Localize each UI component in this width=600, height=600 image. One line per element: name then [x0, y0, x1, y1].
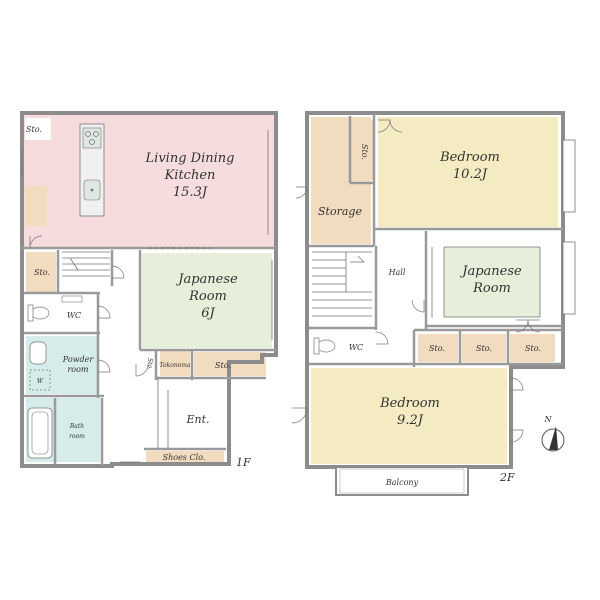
japanese-room-1f-line2: Room	[188, 289, 227, 304]
sto-left-label: Sto.	[34, 268, 50, 277]
sto-2f-1	[418, 334, 458, 362]
sto-japanese-label: Sto.	[215, 361, 231, 370]
storage-vertical-1f	[140, 350, 156, 376]
floor-2-label: 2F	[499, 471, 515, 484]
sto-vertical-1f-label: Sto.	[146, 358, 153, 370]
washer-label: W	[37, 378, 44, 385]
hall-2f	[376, 232, 424, 332]
balcony-label: Balcony	[385, 478, 419, 487]
bath-room-line1: Bath	[69, 423, 84, 430]
floor-1-outer-wall	[20, 111, 278, 468]
living-dining-kitchen	[22, 115, 274, 247]
sto-2f-1-label: Sto.	[429, 344, 445, 353]
japanese-room-1f	[142, 253, 272, 348]
bedroom-9j	[311, 368, 507, 464]
sto-2f-3	[510, 334, 555, 362]
sto-2f-2	[462, 334, 506, 362]
sto-2f-3-label: Sto.	[525, 344, 541, 353]
japanese-room-1f-line1: Japanese	[175, 272, 238, 287]
floor-2-outer-wall	[305, 111, 565, 469]
kitchen-cupboard	[25, 186, 47, 226]
floor-1-label: 1F	[236, 456, 251, 469]
japanese-room-1f-size: 6J	[201, 306, 215, 321]
sto-2f-2-label: Sto.	[476, 344, 492, 353]
sto-vertical-2f	[354, 120, 374, 180]
floor-2: Bedroom 10.2J Sto. Storage Hall Japanese…	[291, 111, 576, 496]
washbasin-icon	[29, 341, 47, 365]
powder-room-line1: Powder	[62, 355, 95, 364]
storage-label: Storage	[318, 205, 362, 218]
storage-left	[26, 252, 56, 292]
powder-room-line2: room	[67, 365, 88, 374]
bedroom-10j	[378, 117, 558, 227]
tokonoma-area	[160, 350, 190, 376]
entrance-label: Ent.	[185, 413, 209, 426]
bedroom-1-name: Bedroom	[439, 150, 500, 165]
bedroom-1-size: 10.2J	[453, 167, 488, 182]
sto-top-label: Sto.	[26, 125, 42, 134]
hall-label: Hall	[388, 268, 406, 277]
bathtub-icon	[27, 407, 53, 459]
bedroom-2-name: Bedroom	[379, 396, 440, 411]
compass-label: N	[544, 415, 553, 424]
japanese-room-2f-line2: Room	[472, 281, 511, 296]
sto-vertical-2f-label: Sto.	[360, 144, 369, 160]
stairs-2f	[312, 251, 372, 317]
ldk-label-line1: Living Dining	[145, 151, 235, 166]
ldk-size: 15.3J	[173, 185, 208, 200]
japanese-room-2f-line1: Japanese	[459, 264, 522, 279]
shoes-closet-label: Shoes Clo.	[163, 453, 206, 462]
floor-1: Living Dining Kitchen 15.3J Japanese Roo…	[20, 111, 278, 469]
wc-1f-label: WC	[67, 311, 81, 320]
wc-2f-label: WC	[349, 343, 363, 352]
washer-icon	[29, 369, 51, 391]
balcony	[335, 466, 469, 496]
tokonoma-label: Tokonoma	[159, 362, 191, 369]
stove-icon	[82, 127, 102, 149]
storage-top-left	[25, 118, 51, 140]
bath-room-line2: room	[69, 433, 85, 440]
toilet-icon	[30, 306, 50, 320]
north-arrow-icon: N	[541, 415, 565, 452]
shoes-closet	[146, 451, 224, 464]
ldk-label-line2: Kitchen	[164, 168, 216, 183]
stairs-1f	[62, 251, 110, 277]
japanese-room-2f	[444, 247, 540, 317]
bedroom-2-size: 9.2J	[397, 413, 424, 428]
toilet-2f-icon	[316, 339, 336, 353]
